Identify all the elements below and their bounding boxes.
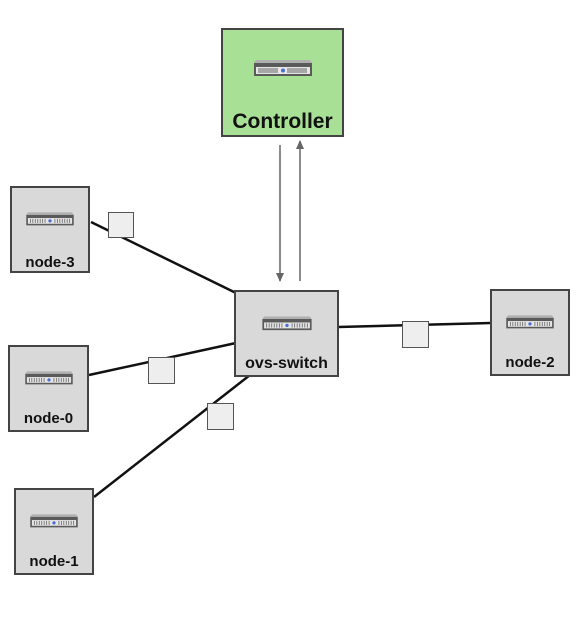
port-node-0-link[interactable] xyxy=(148,357,175,384)
port-node-3-link[interactable] xyxy=(108,212,134,238)
server-rack-icon xyxy=(261,316,312,331)
link-node-1-ovs-switch xyxy=(93,374,251,498)
server-rack-icon xyxy=(24,371,73,385)
host-node-3[interactable]: node-3 xyxy=(10,186,90,273)
host-label: node-0 xyxy=(23,410,74,427)
host-label: node-3 xyxy=(25,254,75,271)
host-node-1[interactable]: node-1 xyxy=(14,488,94,575)
port-node-2-link[interactable] xyxy=(402,321,429,348)
controller-node[interactable]: Controller xyxy=(221,28,344,137)
host-label: node-1 xyxy=(29,553,79,570)
host-node-0[interactable]: node-0 xyxy=(8,345,89,432)
server-rack-icon xyxy=(253,60,312,76)
host-label: node-2 xyxy=(505,354,555,371)
port-node-1-link[interactable] xyxy=(207,403,234,430)
controller-label: Controller xyxy=(232,110,333,133)
server-rack-icon xyxy=(30,514,78,528)
switch-label: ovs-switch xyxy=(245,355,328,372)
host-node-2[interactable]: node-2 xyxy=(490,289,570,376)
switch-node[interactable]: ovs-switch xyxy=(234,290,339,377)
server-rack-icon xyxy=(26,212,74,226)
server-rack-icon xyxy=(506,315,554,329)
